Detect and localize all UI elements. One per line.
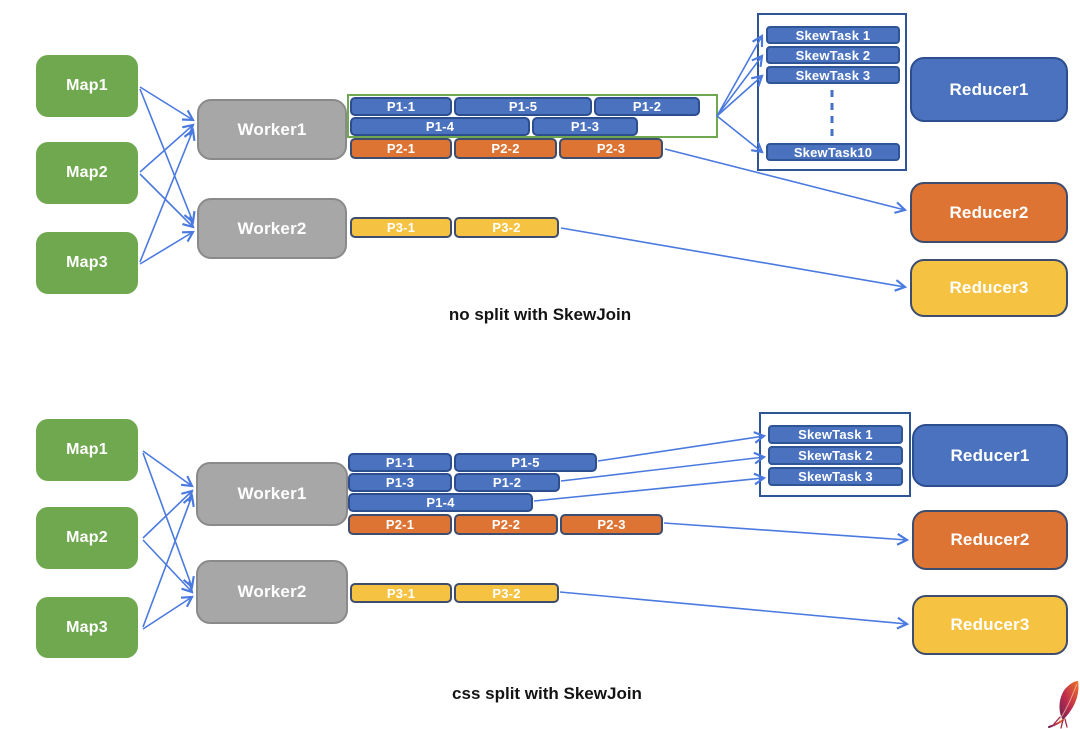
- bottom-map3-node: Map3: [36, 597, 138, 658]
- arrow-top-p3-reducer3: [560, 227, 908, 292]
- top-partition-p1-3: P1-3: [532, 117, 638, 136]
- bottom-map2-node: Map2: [36, 507, 138, 569]
- bottom-partition-p1-1: P1-1: [348, 453, 452, 472]
- arrow-bottom-p1-5-skewtask1: [597, 431, 767, 462]
- top-reducer3-node: Reducer3: [910, 259, 1068, 317]
- bottom-partition-p1-5: P1-5: [454, 453, 597, 472]
- arrow-bottom-map1-worker2: [142, 452, 195, 590]
- top-reducer1-node: Reducer1: [910, 57, 1068, 122]
- top-partition-p2-2: P2-2: [454, 138, 557, 159]
- top-partition-p1-1: P1-1: [350, 97, 452, 116]
- bottom-map1-node: Map1: [36, 419, 138, 481]
- bottom-reducer3-node: Reducer3: [912, 595, 1068, 655]
- arrow-bottom-map3-worker2: [142, 595, 194, 630]
- arrow-bottom-map2-worker1: [142, 489, 194, 539]
- arrow-top-p1-skewtask2: [716, 54, 764, 117]
- top-skewtask-3: SkewTask 3: [766, 66, 900, 84]
- arrow-top-map2-worker1: [139, 123, 195, 173]
- top-partition-p1-5: P1-5: [454, 97, 592, 116]
- arrow-bottom-p1-4-skewtask3: [533, 472, 767, 502]
- top-map2-node: Map2: [36, 142, 138, 204]
- arrow-top-map3-worker2: [139, 230, 195, 265]
- bottom-worker1-node: Worker1: [196, 462, 348, 526]
- bottom-partition-p2-3: P2-3: [560, 514, 663, 535]
- bottom-reducer2-node: Reducer2: [912, 510, 1068, 570]
- arrow-top-p1-skewtask3: [716, 74, 764, 117]
- arrow-top-map3-worker1: [139, 127, 196, 263]
- bottom-skewtask-1: SkewTask 1: [768, 425, 903, 444]
- bottom-skewtask-2: SkewTask 2: [768, 446, 903, 465]
- top-skewtask-2: SkewTask 2: [766, 46, 900, 64]
- bottom-worker2-node: Worker2: [196, 560, 348, 624]
- top-worker2-node: Worker2: [197, 198, 347, 259]
- arrow-top-p1-skewtask10: [716, 115, 764, 154]
- bottom-partition-p1-2: P1-2: [454, 473, 560, 492]
- arrow-top-p1-skewtask1: [716, 34, 764, 117]
- top-partition-p3-2: P3-2: [454, 217, 559, 238]
- top-partition-p2-3: P2-3: [559, 138, 663, 159]
- bottom-partition-p3-1: P3-1: [350, 583, 452, 603]
- arrow-bottom-map1-worker1: [142, 450, 194, 488]
- top-worker1-node: Worker1: [197, 99, 347, 160]
- top-skewtask-1: SkewTask 1: [766, 26, 900, 44]
- bottom-partition-p1-3: P1-3: [348, 473, 452, 492]
- bottom-partition-p1-4: P1-4: [348, 493, 533, 512]
- arrow-top-map1-worker2: [139, 88, 196, 225]
- top-caption: no split with SkewJoin: [448, 305, 632, 324]
- top-partition-p1-2: P1-2: [594, 97, 700, 116]
- bottom-partition-p3-2: P3-2: [454, 583, 559, 603]
- bottom-caption: css split with SkewJoin: [452, 684, 642, 703]
- top-skewtask-10: SkewTask10: [766, 143, 900, 161]
- bottom-partition-p2-2: P2-2: [454, 514, 558, 535]
- bottom-partition-p2-1: P2-1: [348, 514, 452, 535]
- top-partition-p1-4: P1-4: [350, 117, 530, 136]
- top-partition-p2-1: P2-1: [350, 138, 452, 159]
- arrow-bottom-map2-worker2: [142, 539, 194, 594]
- top-partition-p3-1: P3-1: [350, 217, 452, 238]
- arrow-bottom-p2-reducer2: [663, 522, 910, 546]
- arrow-top-map2-worker2: [139, 173, 195, 229]
- top-reducer2-node: Reducer2: [910, 182, 1068, 243]
- apache-feather-logo: [1048, 681, 1079, 729]
- arrow-top-map1-worker1: [139, 86, 195, 122]
- bottom-reducer1-node: Reducer1: [912, 424, 1068, 487]
- arrow-bottom-p3-reducer3: [559, 591, 910, 630]
- bottom-skewtask-3: SkewTask 3: [768, 467, 903, 486]
- arrow-bottom-map3-worker1: [142, 493, 195, 628]
- top-map1-node: Map1: [36, 55, 138, 117]
- top-map3-node: Map3: [36, 232, 138, 294]
